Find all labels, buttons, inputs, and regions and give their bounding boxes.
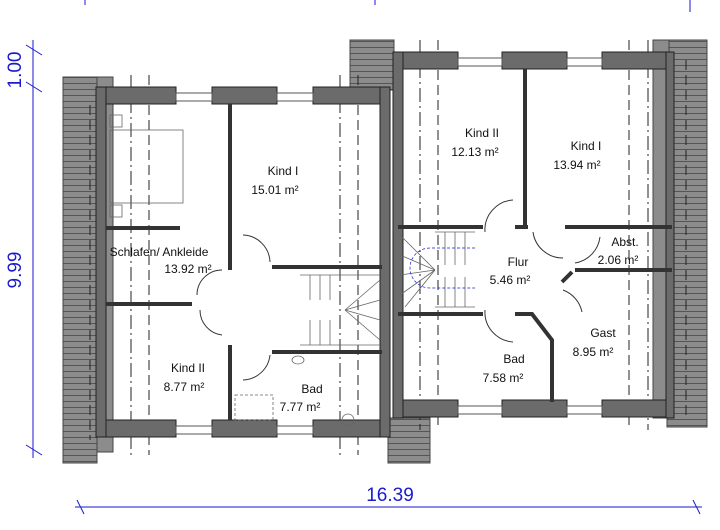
room-labels-left: Kind I 15.01 m² Schlafen/ Ankleide 13.92… — [110, 164, 323, 414]
room-name: Kind I — [571, 139, 602, 153]
room-area: 7.77 m² — [280, 400, 321, 414]
dimension-roof-overhang: 1.00 — [5, 52, 26, 89]
room-area: 13.92 m² — [164, 262, 211, 276]
room-area: 13.94 m² — [553, 158, 600, 172]
room-name: Kind II — [171, 361, 205, 375]
roof-lines — [89, 40, 687, 455]
room-labels-right: Kind II 12.13 m² Kind I 13.94 m² Flur 5.… — [451, 126, 638, 385]
room-area: 12.13 m² — [451, 145, 498, 159]
room-area: 8.77 m² — [164, 380, 205, 394]
room-name: Kind II — [465, 126, 499, 140]
right-unit-walls — [392, 51, 675, 419]
room-area: 2.06 m² — [598, 253, 639, 267]
dimension-depth: 9.99 — [5, 252, 26, 289]
room-name: Abst. — [611, 235, 638, 249]
room-name: Bad — [301, 382, 322, 396]
room-name: Kind I — [268, 164, 299, 178]
room-name: Schlafen/ Ankleide — [110, 245, 209, 259]
room-area: 5.46 m² — [490, 273, 531, 287]
staircase-right — [399, 231, 475, 308]
room-name: Bad — [503, 352, 524, 366]
room-area: 15.01 m² — [251, 183, 298, 197]
room-area: 8.95 m² — [573, 345, 614, 359]
room-name: Gast — [590, 326, 616, 340]
room-area: 7.58 m² — [483, 371, 524, 385]
staircase-left — [300, 274, 381, 346]
left-unit-walls — [95, 86, 391, 438]
dimension-width: 16.39 — [366, 485, 414, 506]
room-name: Flur — [508, 255, 529, 269]
dimension-lines: 1.00 9.99 16.39 — [5, 0, 702, 515]
